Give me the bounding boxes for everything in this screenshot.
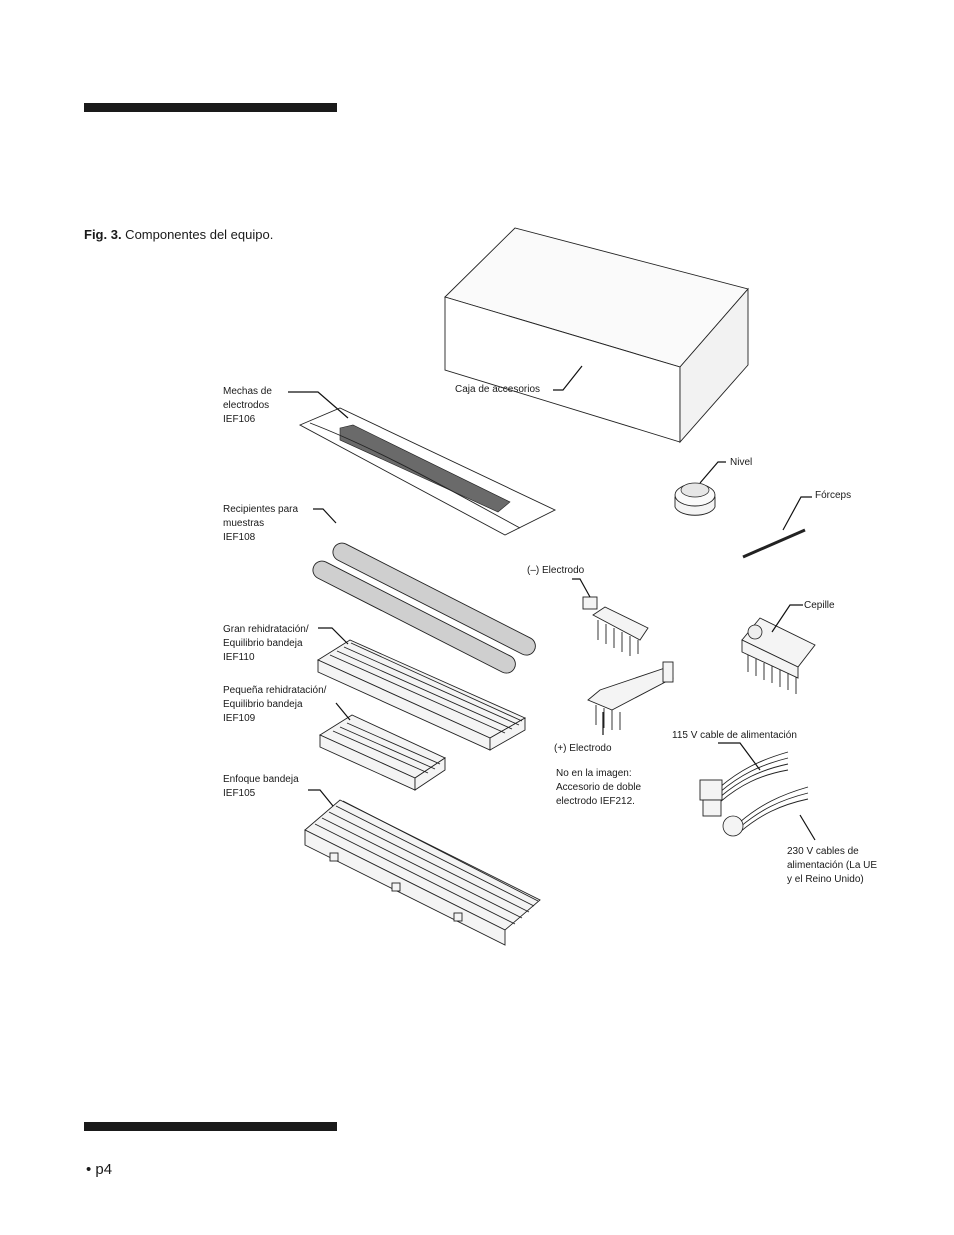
- leader-nivel: [699, 461, 726, 484]
- label-line: electrodos: [223, 400, 270, 411]
- leader-recipientes: [313, 508, 337, 524]
- label-pequena-rehidratacion: Pequeña rehidratación/ Equilibrio bandej…: [223, 684, 326, 726]
- leader-gran: [318, 627, 349, 645]
- label-nota-no-en-la-imagen: No en la imagen: Accesorio de doble elec…: [556, 767, 641, 809]
- label-line: IEF106: [223, 414, 256, 425]
- leveler: [674, 482, 716, 516]
- leader-electrodo-neg: [572, 578, 591, 598]
- sample-cups: [312, 542, 536, 674]
- label-cable-115v: 115 V cable de alimentación: [672, 730, 797, 741]
- label-line: alimentación (La UE: [787, 860, 878, 871]
- label-enfoque-bandeja: Enfoque bandeja IEF105: [223, 773, 299, 801]
- label-forceps: Fórceps: [815, 490, 852, 501]
- label-electrodo-negativo: (–) Electrodo: [527, 565, 585, 576]
- forceps: [742, 528, 806, 561]
- leader-forceps: [782, 496, 812, 531]
- leader-caja: [553, 365, 583, 391]
- label-line: muestras: [223, 518, 265, 529]
- leader-cable115: [718, 742, 761, 771]
- label-line: Gran rehidratación/: [223, 624, 309, 635]
- leader-cepille: [771, 604, 803, 633]
- electrode-wicks: [298, 407, 557, 536]
- label-line: IEF109: [223, 713, 256, 724]
- figure-caption-text: Componentes del equipo.: [121, 227, 274, 242]
- negative-electrode: [582, 596, 649, 656]
- label-line: 230 V cables de: [787, 846, 859, 857]
- label-caja-de-accesorios: Caja de accesorios: [455, 384, 541, 395]
- label-electrodo-positivo: (+) Electrodo: [554, 743, 612, 754]
- label-line: y el Reino Unido): [787, 874, 864, 885]
- leader-pequena: [335, 702, 351, 721]
- label-line: Recipientes para: [223, 504, 299, 515]
- page-number: • p4: [86, 1161, 113, 1178]
- power-cables: [699, 751, 809, 837]
- label-line: Accesorio de doble: [556, 782, 642, 793]
- label-line: IEF108: [223, 532, 256, 543]
- accessory-box: [444, 227, 749, 444]
- positive-electrode: [587, 661, 674, 730]
- label-line: Equilibrio bandeja: [223, 638, 303, 649]
- label-cables-230v: 230 V cables de alimentación (La UE y el…: [787, 845, 877, 887]
- label-line: IEF105: [223, 788, 256, 799]
- label-line: No en la imagen:: [556, 768, 632, 779]
- label-nivel: Nivel: [730, 457, 753, 468]
- label-recipientes-para-muestras: Recipientes para muestras IEF108: [223, 503, 298, 545]
- top-rule: [84, 103, 337, 112]
- label-line: Enfoque bandeja: [223, 774, 299, 785]
- label-mechas-de-electrodos: Mechas de electrodos IEF106: [223, 385, 272, 427]
- brush: [741, 617, 816, 694]
- label-line: IEF110: [223, 652, 255, 663]
- small-tray: [319, 714, 446, 791]
- label-line: Mechas de: [223, 386, 272, 397]
- figure-caption: Fig. 3. Componentes del equipo.: [84, 227, 273, 242]
- label-line: electrodo IEF212.: [556, 796, 635, 807]
- leader-enfoque: [308, 789, 334, 807]
- bottom-rule: [84, 1122, 337, 1131]
- large-tray: [317, 639, 526, 751]
- label-gran-rehidratacion: Gran rehidratación/ Equilibrio bandeja I…: [223, 623, 309, 665]
- label-line: Pequeña rehidratación/: [223, 685, 327, 696]
- label-cepille: Cepille: [804, 600, 835, 611]
- leader-mechas: [288, 391, 349, 419]
- figure-number: Fig. 3.: [84, 227, 122, 242]
- focusing-tray: [304, 799, 541, 946]
- label-line: Equilibrio bandeja: [223, 699, 303, 710]
- leader-cable230: [799, 814, 816, 841]
